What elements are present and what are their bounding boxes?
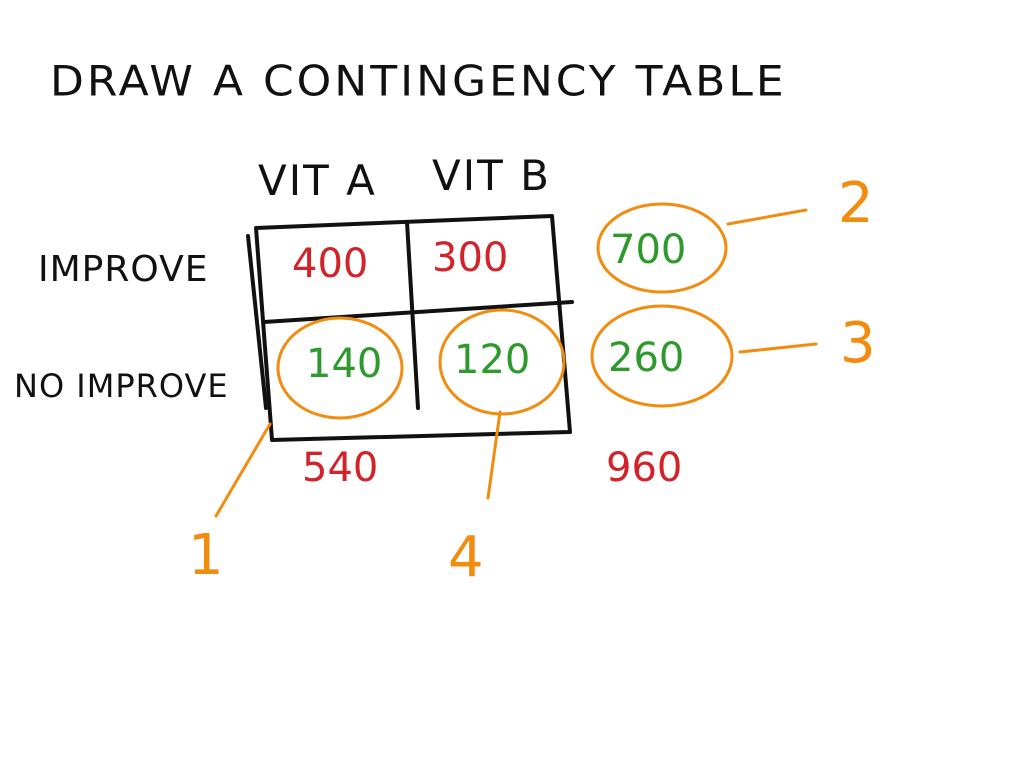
connector-2 [726, 208, 808, 226]
row-header-improve: IMPROVE [38, 249, 209, 290]
connector-3 [738, 342, 818, 354]
circle-700 [596, 202, 728, 294]
step-marker-1: 1 [188, 523, 224, 588]
row-total-improve: 700 [610, 227, 687, 273]
connector-1 [214, 422, 272, 518]
cell-improve-vit-a: 400 [292, 241, 369, 287]
column-header-vit-b: VIT B [432, 151, 551, 200]
circle-120 [438, 308, 566, 416]
step-marker-3: 3 [840, 311, 876, 376]
connector-4 [486, 410, 502, 500]
column-total-vit-a: 540 [302, 445, 379, 491]
page-title: DRAW A CONTINGENCY TABLE [50, 57, 787, 106]
circle-260 [590, 304, 734, 408]
row-total-no-improve: 260 [608, 335, 685, 381]
cell-no-improve-vit-b: 120 [454, 337, 531, 383]
column-header-vit-a: VIT A [258, 156, 377, 205]
cell-improve-vit-b: 300 [432, 235, 509, 281]
step-marker-4: 4 [448, 525, 484, 590]
grand-total: 960 [606, 445, 683, 491]
table-grid [246, 214, 574, 442]
cell-no-improve-vit-a: 140 [306, 341, 383, 387]
circle-140 [276, 316, 404, 420]
step-marker-2: 2 [838, 171, 874, 236]
row-header-no-improve: NO IMPROVE [14, 367, 229, 405]
